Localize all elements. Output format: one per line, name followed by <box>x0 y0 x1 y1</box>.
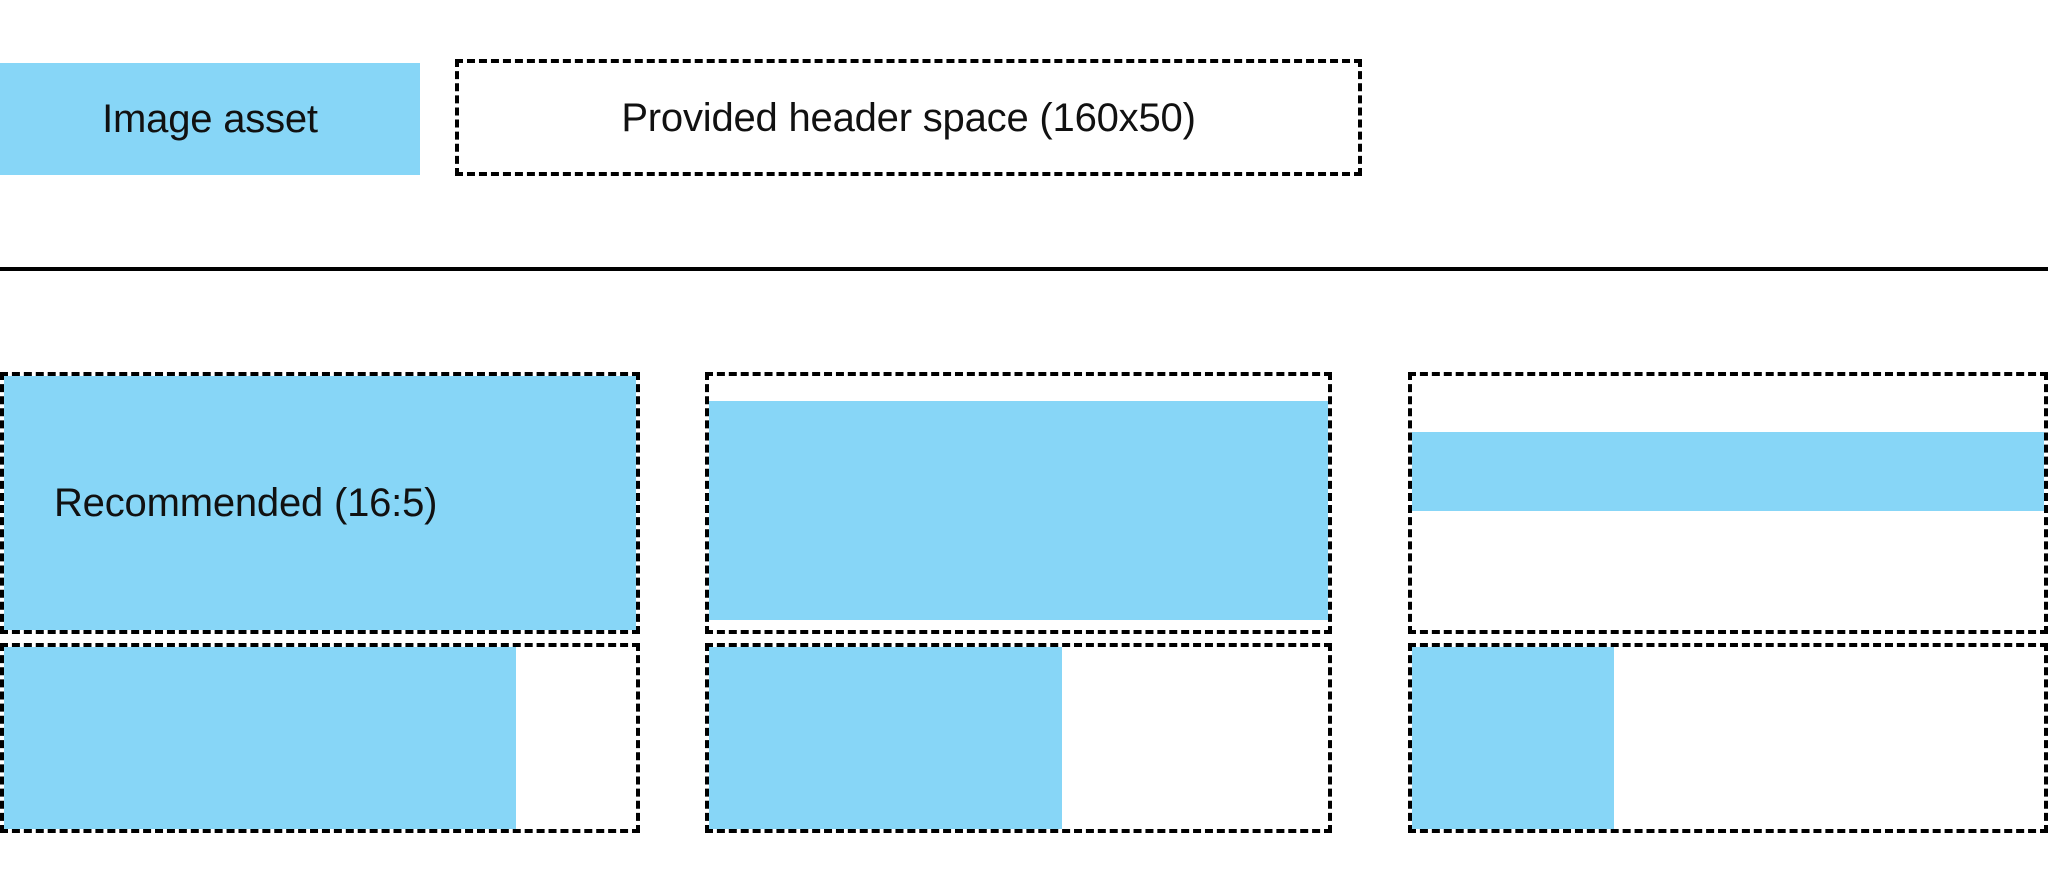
provided-header-space-box: Provided header space (160x50) <box>455 59 1362 176</box>
ratio-row-short <box>0 643 2048 833</box>
recommended-cell: Recommended (16:5) <box>0 372 640 634</box>
ratio-row-tall: Recommended (16:5) <box>0 372 2048 634</box>
section-divider <box>0 267 2048 271</box>
narrow-fill-cell-fill <box>1412 647 1615 829</box>
ratio-examples-grid: Recommended (16:5) <box>0 268 2048 896</box>
narrow-fill-cell <box>1408 643 2048 833</box>
image-asset-label: Image asset <box>102 97 318 141</box>
wide-fill-cell-fill <box>4 647 516 829</box>
image-asset-swatch: Image asset <box>0 63 420 175</box>
medium-fill-cell <box>705 643 1332 833</box>
thin-band-cell-fill <box>1412 431 2044 511</box>
header-zone: Image asset Provided header space (160x5… <box>0 0 2048 271</box>
letterbox-cell <box>705 372 1332 634</box>
letterbox-cell-fill <box>709 401 1328 620</box>
provided-header-space-label: Provided header space (160x50) <box>621 95 1196 140</box>
medium-fill-cell-fill <box>709 647 1062 829</box>
recommended-cell-fill <box>4 376 636 630</box>
thin-band-cell <box>1408 372 2048 634</box>
wide-fill-cell <box>0 643 640 833</box>
recommended-cell-label: Recommended (16:5) <box>54 481 438 525</box>
